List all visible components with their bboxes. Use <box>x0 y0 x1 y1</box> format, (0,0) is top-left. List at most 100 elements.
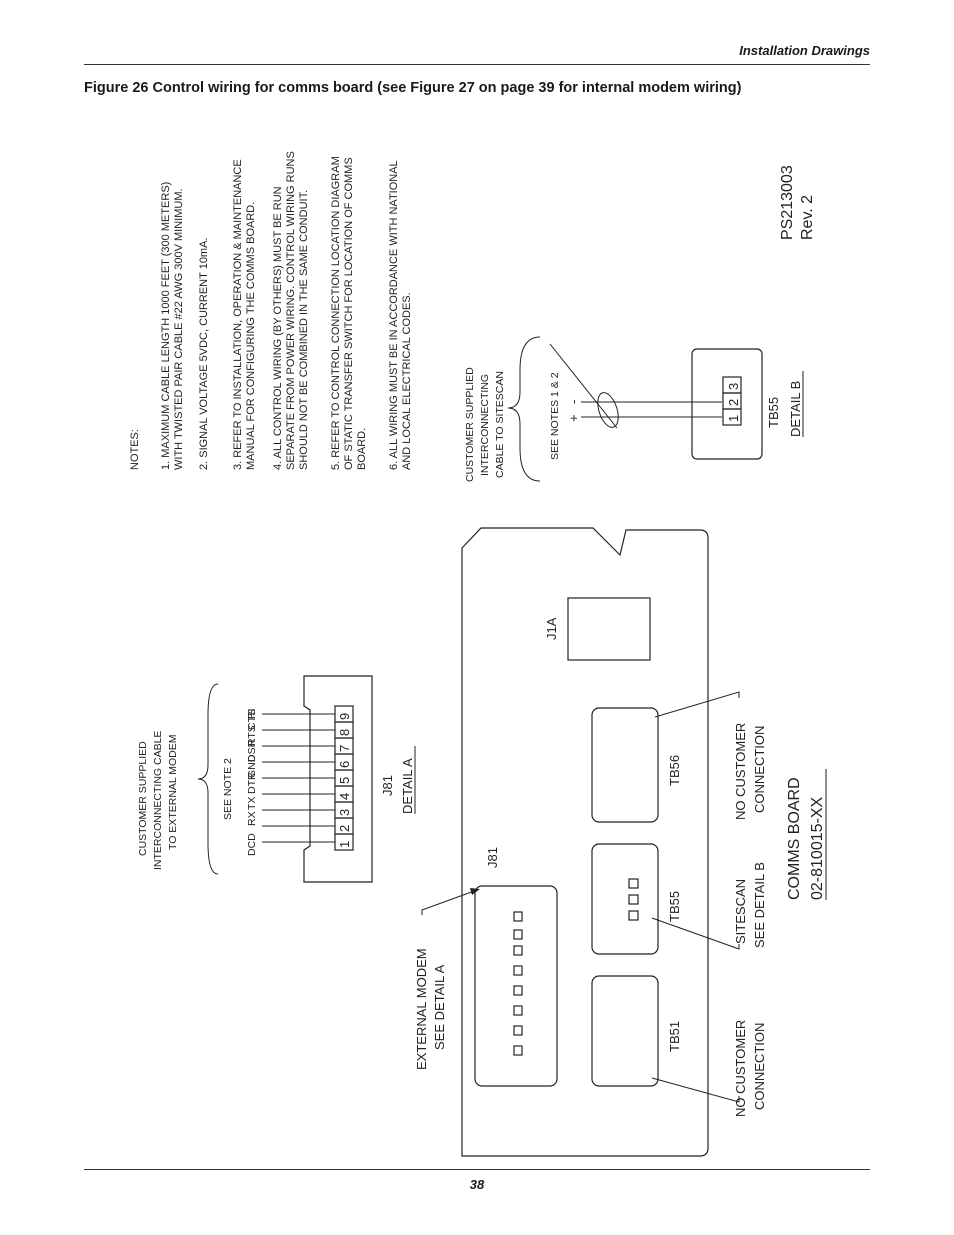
notes-block: NOTES: 1. MAXIMUM CABLE LENGTH 1000 FEET… <box>129 151 413 470</box>
board-outline <box>461 527 709 1157</box>
board-part-number: 02-810015-XX <box>809 796 826 900</box>
j81-pin-2 <box>513 1025 523 1036</box>
detail-a-pin-6: 6 <box>337 761 352 768</box>
ext-modem-label-1: EXTERNAL MODEM <box>414 948 429 1070</box>
detail-a-brace <box>197 683 219 875</box>
note-6b: AND LOCAL ELECTRICAL CODES. <box>401 292 413 470</box>
no-connection-1-label-1: NO CUSTOMER <box>733 1020 748 1117</box>
detail-a-cable-label-1: CUSTOMER SUPPLIED <box>137 741 149 856</box>
page-number: 38 <box>469 1177 485 1192</box>
note-4a: 4. ALL CONTROL WIRING (BY OTHERS) MUST B… <box>272 186 284 470</box>
no-connection-2-leader <box>654 691 740 718</box>
comms-board: J1A J81 TB51 TB55 TB56 EXTERNAL MODEM SE… <box>414 527 827 1157</box>
note-4c: SHOULD NOT BE COMBINED IN THE SAME CONDU… <box>298 190 310 470</box>
detail-a-see-note: SEE NOTE 2 <box>222 758 234 820</box>
detail-b-title: DETAIL B <box>788 381 803 437</box>
header-rule <box>84 64 870 65</box>
detail-b: CUSTOMER SUPPLIED INTERCONNECTING CABLE … <box>464 336 804 482</box>
detail-b-terminal-outline <box>691 348 763 460</box>
detail-b-terminal-label: TB55 <box>766 397 781 428</box>
section-header: Installation Drawings <box>739 43 870 58</box>
detail-b-brace <box>507 336 541 482</box>
detail-a-signal-3: TX <box>246 797 258 810</box>
detail-a-pin-4: 4 <box>337 793 352 800</box>
detail-a-title: DETAIL A <box>400 758 415 814</box>
sitescan-label-2: SEE DETAIL B <box>752 862 767 948</box>
detail-b-pin-1: 1 <box>726 415 741 422</box>
detail-a-pin-8: 8 <box>337 729 352 736</box>
detail-a-signal-4: DTR <box>246 772 258 794</box>
detail-b-see-notes: SEE NOTES 1 & 2 <box>549 372 561 460</box>
tb51-outline <box>591 975 659 1087</box>
j81-outline <box>474 885 558 1087</box>
note-1a: 1. MAXIMUM CABLE LENGTH 1000 FEET (300 M… <box>160 182 172 470</box>
j81-pin-5 <box>513 965 523 976</box>
note-3a: 3. REFER TO INSTALLATION, OPERATION & MA… <box>232 159 244 470</box>
detail-b-minus: - <box>566 400 581 404</box>
note-2: 2. SIGNAL VOLTAGE 5VDC, CURRENT 10mA. <box>198 238 210 471</box>
detail-a-signal-2: RX <box>246 811 258 826</box>
detail-b-pin-3: 3 <box>726 383 741 390</box>
detail-a-cable-label-2: INTERCONNECTING CABLE <box>152 731 164 870</box>
detail-a-cable-label-3: TO EXTERNAL MODEM <box>167 734 179 850</box>
no-connection-2-label-2: CONNECTION <box>752 726 767 813</box>
ext-modem-leader <box>421 889 478 915</box>
tb55-pin-2 <box>628 894 639 905</box>
detail-b-cable-label-2: INTERCONNECTING <box>479 374 491 476</box>
detail-a-pin-2: 2 <box>337 825 352 832</box>
detail-a-pin-9: 9 <box>337 713 352 720</box>
detail-a-connector-label: J81 <box>380 775 395 796</box>
detail-b-twist <box>597 392 619 428</box>
tb56-label: TB56 <box>667 755 682 786</box>
tb55-outline <box>591 843 659 955</box>
j81-pin-3 <box>513 1005 523 1016</box>
detail-b-pin-2: 2 <box>726 399 741 406</box>
note-5c: BOARD. <box>356 428 368 470</box>
drawing-number: PS213003 <box>779 165 796 240</box>
note-5b: OF STATIC TRANSFER SWITCH FOR LOCATION O… <box>343 157 355 470</box>
detail-b-plus: + <box>566 414 581 422</box>
sitescan-label-1: SITESCAN <box>733 879 748 944</box>
note-1b: WITH TWISTED PAIR CABLE #22 AWG 300V MIN… <box>173 188 185 470</box>
detail-b-pin-cell-3 <box>722 376 742 394</box>
detail-a-pin-7: 7 <box>337 745 352 752</box>
detail-a-signal-8: CTS <box>246 709 258 730</box>
j81-pin-4 <box>513 985 523 996</box>
notes-title: NOTES: <box>129 429 141 470</box>
detail-a: CUSTOMER SUPPLIED INTERCONNECTING CABLE … <box>137 675 416 883</box>
j1a-outline <box>567 597 651 661</box>
drawing-revision: Rev. 2 <box>799 195 816 240</box>
note-4b: SEPARATE FROM POWER WIRING. CONTROL WIRI… <box>285 151 297 470</box>
no-connection-2-label-1: NO CUSTOMER <box>733 723 748 820</box>
ext-modem-arrow <box>470 888 480 895</box>
footer-rule <box>84 1169 870 1170</box>
detail-a-connector-outline <box>303 675 373 883</box>
tb51-label: TB51 <box>667 1021 682 1052</box>
detail-a-signal-5: GND <box>246 754 258 778</box>
detail-a-pin-cell-9 <box>334 705 354 723</box>
tb55-label: TB55 <box>667 891 682 922</box>
detail-a-pin-5: 5 <box>337 777 352 784</box>
sitescan-leader <box>651 917 740 950</box>
note-6a: 6. ALL WIRING MUST BE IN ACCORDANCE WITH… <box>388 160 400 470</box>
figure-caption: Figure 26 Control wiring for comms board… <box>84 80 742 96</box>
detail-a-signal-9: RI <box>246 709 258 720</box>
detail-b-shield-leader <box>549 343 618 429</box>
detail-a-signal-6: DSR <box>246 739 258 762</box>
tb55-pin-3 <box>628 878 639 889</box>
tb55-pin-1 <box>628 910 639 921</box>
j1a-label: J1A <box>544 617 559 640</box>
note-3b: MANUAL FOR CONFIGURING THE COMMS BOARD. <box>245 202 257 470</box>
detail-a-pin-3: 3 <box>337 809 352 816</box>
detail-a-pin-1: 1 <box>337 841 352 848</box>
ext-modem-label-2: SEE DETAIL A <box>432 964 447 1050</box>
board-title: COMMS BOARD <box>786 777 803 900</box>
j81-pin-6 <box>513 945 523 956</box>
no-connection-1-label-2: CONNECTION <box>752 1023 767 1110</box>
j81-pin-7 <box>513 929 523 940</box>
detail-a-signal-7: RTS <box>246 725 258 746</box>
j81-pin-8 <box>513 911 523 922</box>
j81-label: J81 <box>485 847 500 868</box>
tb56-outline <box>591 707 659 823</box>
